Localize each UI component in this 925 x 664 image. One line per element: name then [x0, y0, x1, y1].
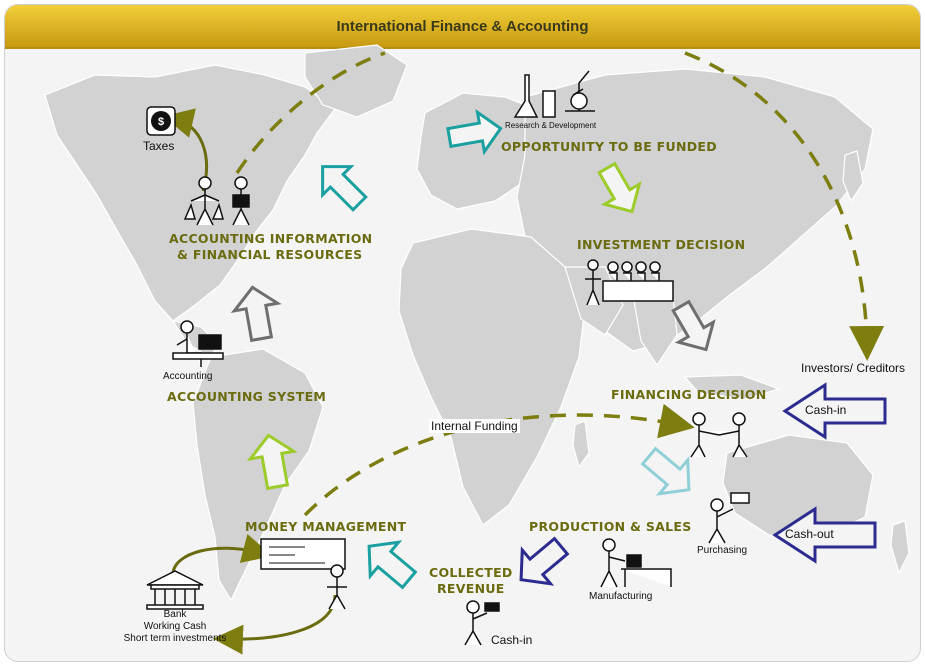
india — [632, 294, 678, 367]
check-icon — [260, 538, 346, 570]
arrow-gray-up — [230, 285, 282, 343]
label-opportunity: OPPORTUNITY TO BE FUNDED — [501, 139, 717, 154]
flow-paths — [235, 51, 885, 517]
caption-accounting: Accounting — [163, 371, 213, 382]
label-revenue: REVENUE — [437, 581, 505, 596]
flow-internal-funding — [303, 403, 695, 517]
cash-in-arrow-shape — [782, 382, 887, 440]
label-financing-decision: FINANCING DECISION — [611, 387, 767, 402]
japan — [842, 150, 864, 203]
caption-cash-in-revenue: Cash-in — [491, 633, 533, 647]
indonesia — [683, 374, 781, 400]
madagascar — [572, 420, 590, 469]
flow-bank-to-check — [171, 533, 273, 574]
diagram-frame: International Finance & Accounting — [4, 4, 921, 662]
cash-out-arrow-shape — [772, 506, 877, 564]
arrow-lightblue — [640, 446, 691, 496]
accounting-desk-icon — [172, 320, 224, 367]
purchasing-icon — [708, 492, 750, 544]
caption-purchasing: Purchasing — [697, 545, 748, 556]
money-bag-holder-icon — [327, 564, 347, 610]
arrow-teal-top — [321, 165, 368, 212]
arrow-teal-europe — [446, 108, 503, 156]
flow-top-arc — [235, 51, 386, 174]
north-america — [44, 64, 336, 322]
label-financial-resources: & FINANCIAL RESOURCES — [177, 247, 363, 262]
label-production-sales: PRODUCTION & SALES — [529, 519, 692, 534]
label-accounting-information: ACCOUNTING INFORMATION — [169, 231, 373, 246]
caption-cash-out: Cash-out — [785, 527, 834, 541]
africa — [398, 228, 586, 526]
diagram-title: International Finance & Accounting — [336, 18, 589, 35]
caption-bank: Bank — [163, 609, 187, 620]
europe — [416, 92, 546, 210]
cash-in-person-icon — [464, 600, 500, 646]
arrow-gray-india — [671, 299, 716, 352]
caption-working-cash: Working Cash — [143, 621, 207, 632]
label-investment-decision: INVESTMENT DECISION — [577, 237, 746, 252]
arrow-teal-left — [367, 540, 418, 590]
research-lab-icon — [513, 70, 595, 118]
handshake-icon — [690, 412, 748, 458]
arrow-navy-left — [519, 536, 570, 586]
greenland — [304, 44, 408, 118]
caption-internal-funding: Internal Funding — [429, 419, 520, 433]
south-america — [192, 348, 324, 602]
new-zealand — [890, 520, 910, 575]
caption-short-term-investments: Short term investments — [123, 633, 227, 644]
label-money-management: MONEY MANAGEMENT — [245, 519, 407, 534]
arrow-lime-asia — [597, 161, 642, 214]
caption-investors-creditors: Investors/ Creditors — [801, 361, 906, 375]
world-map-diagram: $ — [44, 44, 910, 655]
caption-manufacturing: Manufacturing — [589, 591, 653, 602]
bank-icon — [146, 570, 204, 610]
label-collected: COLLECTED — [429, 565, 513, 580]
caption-taxes: Taxes — [143, 139, 175, 153]
investment-board-icon — [585, 259, 674, 306]
label-accounting-system: ACCOUNTING SYSTEM — [167, 389, 327, 404]
taxes-dollar-sign: $ — [158, 116, 164, 128]
manufacturing-icon — [600, 538, 672, 588]
flow-to-investors — [684, 51, 885, 361]
arrow-lime-up — [246, 433, 298, 491]
caption-cash-in-investors: Cash-in — [805, 403, 847, 417]
caption-research: Research & Development — [505, 121, 597, 130]
taxes-icon: $ — [146, 106, 176, 136]
header-bar: International Finance & Accounting — [5, 5, 920, 49]
money-bag-person-icon — [183, 176, 224, 226]
calculator-person-icon — [232, 176, 250, 226]
